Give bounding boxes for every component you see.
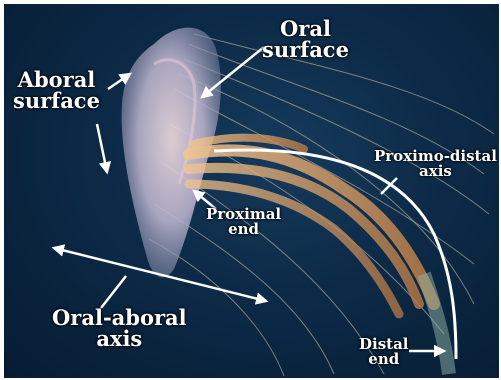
label-oral-surface: Oral surface [262,18,349,60]
arrow-oral-aboral-pointer [101,276,126,308]
label-proximo-distal-axis: Proximo-distal axis [374,149,497,179]
photo-frame: Aboral surface Oral surface Proximo-dist… [4,4,499,378]
label-aboral-surface: Aboral surface [13,69,100,111]
label-proximal-end: Proximal end [206,207,281,237]
label-oral-aboral-axis: Oral-aboral axis [52,307,187,349]
label-distal-end: Distal end [359,337,409,367]
arrow-aboral-down [97,124,107,172]
